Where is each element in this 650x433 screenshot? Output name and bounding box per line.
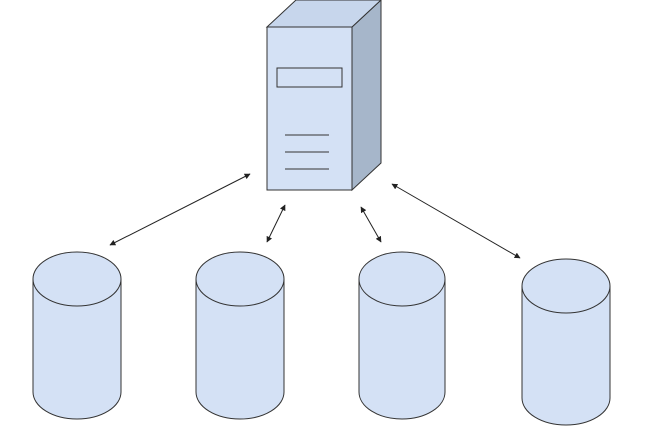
database-cylinder-icon	[521, 258, 611, 426]
connection-arrow-2	[266, 204, 286, 243]
database-body	[195, 279, 285, 420]
server-drive-bay	[276, 67, 343, 88]
database-body	[358, 279, 446, 420]
server-front-face	[266, 26, 353, 191]
connection-arrow-4	[391, 183, 521, 259]
connections	[109, 173, 521, 259]
connection-arrow-3	[360, 206, 382, 243]
database-top	[521, 258, 611, 314]
database-top	[32, 251, 122, 307]
connection-arrow-1	[109, 173, 251, 246]
server-side-face	[351, 0, 382, 192]
database-cylinder-icon	[195, 251, 285, 420]
database-top	[195, 251, 285, 307]
database-top	[358, 251, 446, 307]
database-cylinder-icon	[32, 251, 122, 420]
database-body	[32, 279, 122, 420]
database-body	[521, 286, 611, 426]
server-tower-icon	[265, 0, 382, 192]
database-cylinder-icon	[358, 251, 446, 420]
